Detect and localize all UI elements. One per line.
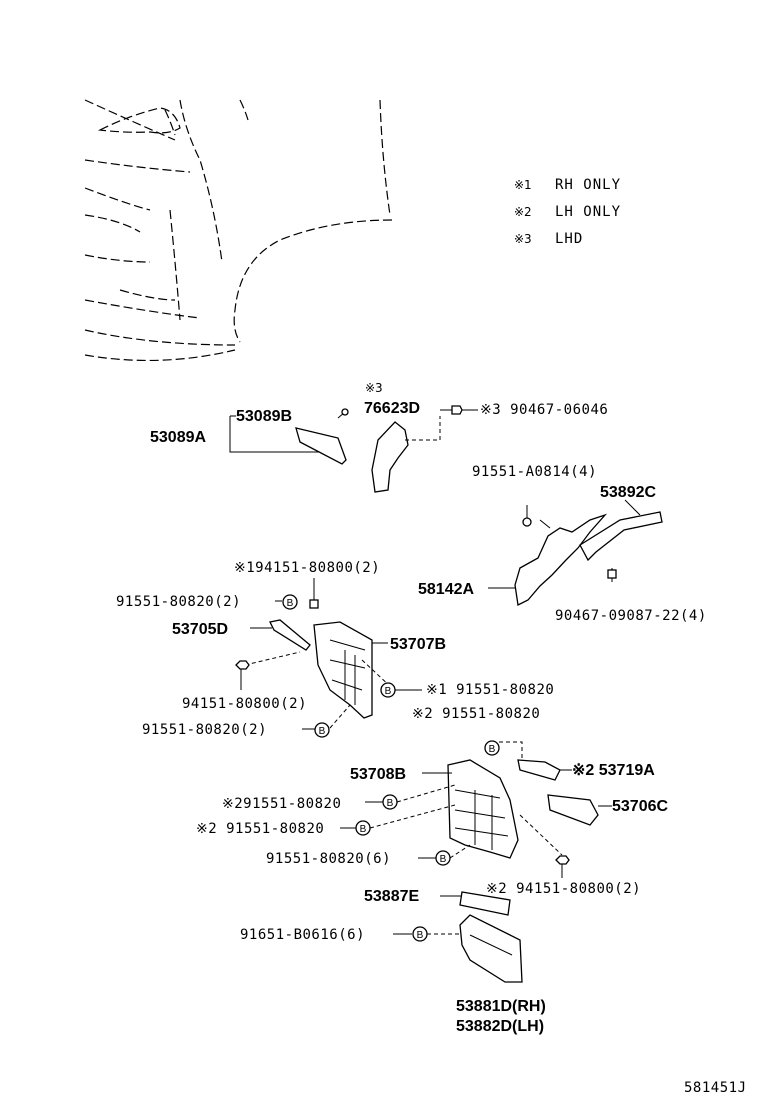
label-91651-B0616: 91651-B0616(6) bbox=[240, 927, 365, 943]
bracket-53089-group: 53089A 53089B bbox=[150, 408, 349, 465]
splash-shield-53708B-group: B B B B 53708B ※2 53719A ※291551-80820 5… bbox=[196, 740, 668, 897]
label-91551-80820-2a: 91551-80820(2) bbox=[116, 594, 241, 610]
legend-mark-2: ※2 bbox=[514, 205, 532, 219]
label-53706C: 53706C bbox=[612, 798, 668, 815]
label-53089A: 53089A bbox=[150, 429, 206, 446]
bolt-symbol: B bbox=[360, 824, 367, 835]
bolt-symbol: B bbox=[440, 854, 447, 865]
bolt-symbol: B bbox=[287, 598, 294, 609]
label-53881D: 53881D(RH) bbox=[456, 998, 546, 1015]
bolt-symbol: B bbox=[385, 686, 392, 697]
label-91551-80820-2b: 91551-80820(2) bbox=[142, 722, 267, 738]
legend: ※1 RH ONLY ※2 LH ONLY ※3 LHD bbox=[514, 177, 621, 247]
legend-text-3: LHD bbox=[555, 231, 583, 247]
label-94151-80800-rh: ※194151-80800(2) bbox=[234, 560, 380, 576]
label-53887E: 53887E bbox=[364, 888, 419, 905]
label-91551-80820-lh-a: ※2 91551-80820 bbox=[412, 706, 540, 722]
label-53705D: 53705D bbox=[172, 621, 228, 638]
label-90467-06046: ※3 90467-06046 bbox=[480, 402, 608, 418]
label-58142A: 58142A bbox=[418, 581, 474, 598]
drawing-number: 581451J bbox=[684, 1080, 747, 1096]
label-94151-80800-2: 94151-80800(2) bbox=[182, 696, 307, 712]
label-91551-80820-lh-c: ※2 91551-80820 bbox=[196, 821, 324, 837]
label-53892C: 53892C bbox=[600, 484, 656, 501]
legend-text-2: LH ONLY bbox=[555, 204, 621, 220]
label-53882D: 53882D(LH) bbox=[456, 1018, 544, 1035]
legend-mark-3: ※3 bbox=[514, 232, 532, 246]
label-91551-A0814: 91551-A0814(4) bbox=[472, 464, 597, 480]
label-76623D: 76623D bbox=[364, 400, 420, 417]
splash-shield-53707B-group: B B B ※194151-80800(2) 91551-80820(2) 53… bbox=[116, 560, 554, 738]
label-91551-80820-6: 91551-80820(6) bbox=[266, 851, 391, 867]
label-53719A: ※2 53719A bbox=[572, 762, 655, 779]
liner-58142A-group: 91551-A0814(4) 53892C 58142A 90467-09087… bbox=[418, 464, 707, 624]
bolt-symbol: B bbox=[417, 930, 424, 941]
bolt-symbol: B bbox=[489, 744, 496, 755]
label-91551-80820-rh: ※1 91551-80820 bbox=[426, 682, 554, 698]
bolt-symbol: B bbox=[319, 726, 326, 737]
label-53707B: 53707B bbox=[390, 636, 446, 653]
label-76623D-mark: ※3 bbox=[365, 381, 383, 395]
legend-text-1: RH ONLY bbox=[555, 177, 621, 193]
mudguard-76623D-group: ※3 76623D ※3 90467-06046 bbox=[364, 381, 608, 493]
label-53708B: 53708B bbox=[350, 766, 406, 783]
mud-flap-group: B 53887E 91651-B0616(6) 53881D(RH) 53882… bbox=[240, 888, 546, 1035]
label-53089B: 53089B bbox=[236, 408, 292, 425]
bolt-symbol: B bbox=[387, 798, 394, 809]
legend-mark-1: ※1 bbox=[514, 178, 532, 192]
label-91551-80820-lh-b: ※291551-80820 bbox=[222, 796, 341, 812]
vehicle-body-outline bbox=[84, 99, 393, 362]
label-90467-09087: 90467-09087-22(4) bbox=[555, 608, 707, 624]
label-94151-80800-lh: ※2 94151-80800(2) bbox=[486, 881, 641, 897]
